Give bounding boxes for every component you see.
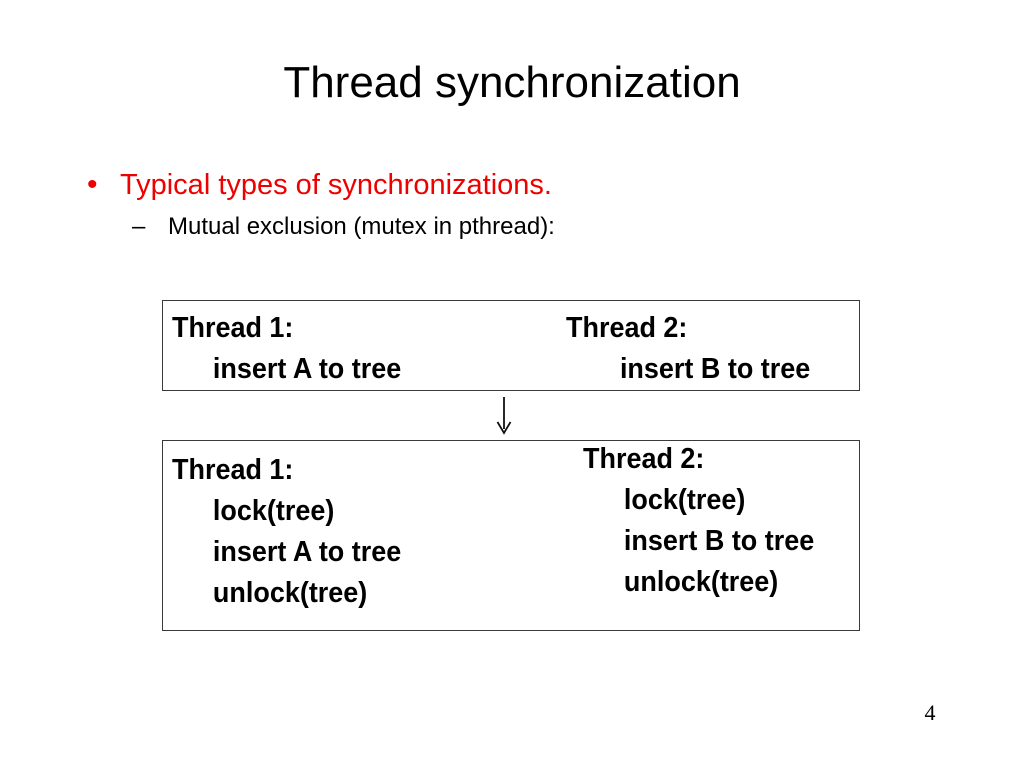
thread2-line-after-2: unlock(tree) xyxy=(623,566,779,598)
thread1-line-after-0: lock(tree) xyxy=(212,495,335,527)
thread2-line-after-0: lock(tree) xyxy=(623,484,746,516)
thread2-header-after: Thread 2: xyxy=(583,443,705,475)
thread1-header-before: Thread 1: xyxy=(172,312,294,344)
thread2-line-after-1: insert B to tree xyxy=(623,525,815,557)
thread1-block-after: Thread 1: lock(tree) insert A to tree un… xyxy=(172,450,401,614)
bullet-level2: – Mutual exclusion (mutex in pthread): xyxy=(132,211,555,242)
thread1-block-before: Thread 1: insert A to tree xyxy=(172,308,401,390)
bullet-level2-label: Mutual exclusion (mutex in pthread): xyxy=(168,213,555,240)
thread1-header-after: Thread 1: xyxy=(172,454,294,486)
en-dash-icon: – xyxy=(132,213,146,240)
arrow-down-icon xyxy=(489,396,519,436)
thread1-line-after-2: unlock(tree) xyxy=(212,577,368,609)
bullet-level1: • Typical types of synchronizations. xyxy=(84,167,552,203)
page-number: 4 xyxy=(924,700,936,725)
thread2-block-before: Thread 2: insert B to tree xyxy=(566,308,810,390)
page-title: Thread synchronization xyxy=(283,58,741,107)
thread1-line-after-1: insert A to tree xyxy=(212,536,402,568)
code-box-before xyxy=(162,300,860,391)
bullet-dot-icon: • xyxy=(87,168,98,201)
thread2-header-before: Thread 2: xyxy=(566,312,688,344)
thread2-line-before-0: insert B to tree xyxy=(619,353,811,385)
thread2-block-after: Thread 2: lock(tree) insert B to tree un… xyxy=(583,439,814,603)
code-box-after xyxy=(162,440,860,631)
bullet-level1-label: Typical types of synchronizations. xyxy=(120,169,552,201)
thread1-line-before-0: insert A to tree xyxy=(212,353,402,385)
